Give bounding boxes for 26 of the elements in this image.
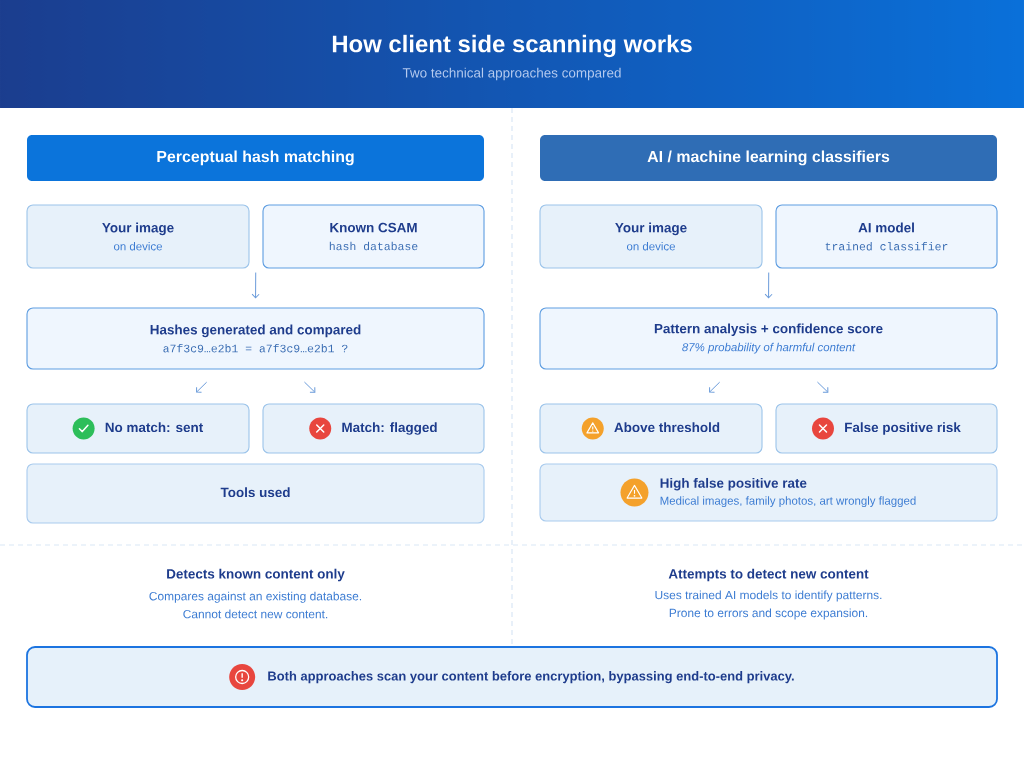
title: How client side scanning works: [332, 34, 692, 58]
step-box: Your image on device: [539, 204, 763, 269]
arrow: [303, 381, 316, 393]
summary-text: Compares against an existing database. Cannot detect new content.: [149, 591, 362, 619]
section-header: AI / machine learning classifiers: [540, 135, 997, 181]
info-box: Tools used: [26, 463, 485, 524]
result-box: False positive risk: [775, 403, 998, 454]
step-box: Your image on device: [26, 204, 250, 269]
result-box: Match: flagged: [262, 403, 485, 454]
result-box: No match: sent: [26, 403, 250, 454]
alert-banner: Both approaches scan your content before encryption, bypassing end-to-end privacy.: [26, 646, 998, 708]
step-box: Pattern analysis + confidence score 87% probability of harmful content: [539, 307, 998, 370]
summary-heading: Attempts to detect new content: [668, 568, 869, 582]
subtitle: Two technical approaches compared: [402, 67, 621, 81]
result-box: Above threshold: [539, 403, 763, 454]
arrow: [709, 381, 721, 393]
summary-text: Uses trained AI models to identify patterns. Prone to errors and scope expansion.: [655, 590, 882, 620]
step-box: Known CSAM hash database: [262, 204, 485, 269]
arrow: [816, 381, 829, 393]
summary-heading: Detects known content only: [167, 568, 345, 582]
step-box: AI model trained classifier: [775, 204, 998, 269]
section-header: Perceptual hash matching: [27, 135, 484, 181]
info-box: High false positive rate Medical images, family photos, art wrongly flagged: [539, 463, 998, 522]
step-box: Hashes generated and compared a7f3c9…e2b1 = a7f3c9…e2b1 ?: [26, 307, 485, 370]
arrow: [764, 272, 773, 299]
arrow: [196, 381, 208, 393]
